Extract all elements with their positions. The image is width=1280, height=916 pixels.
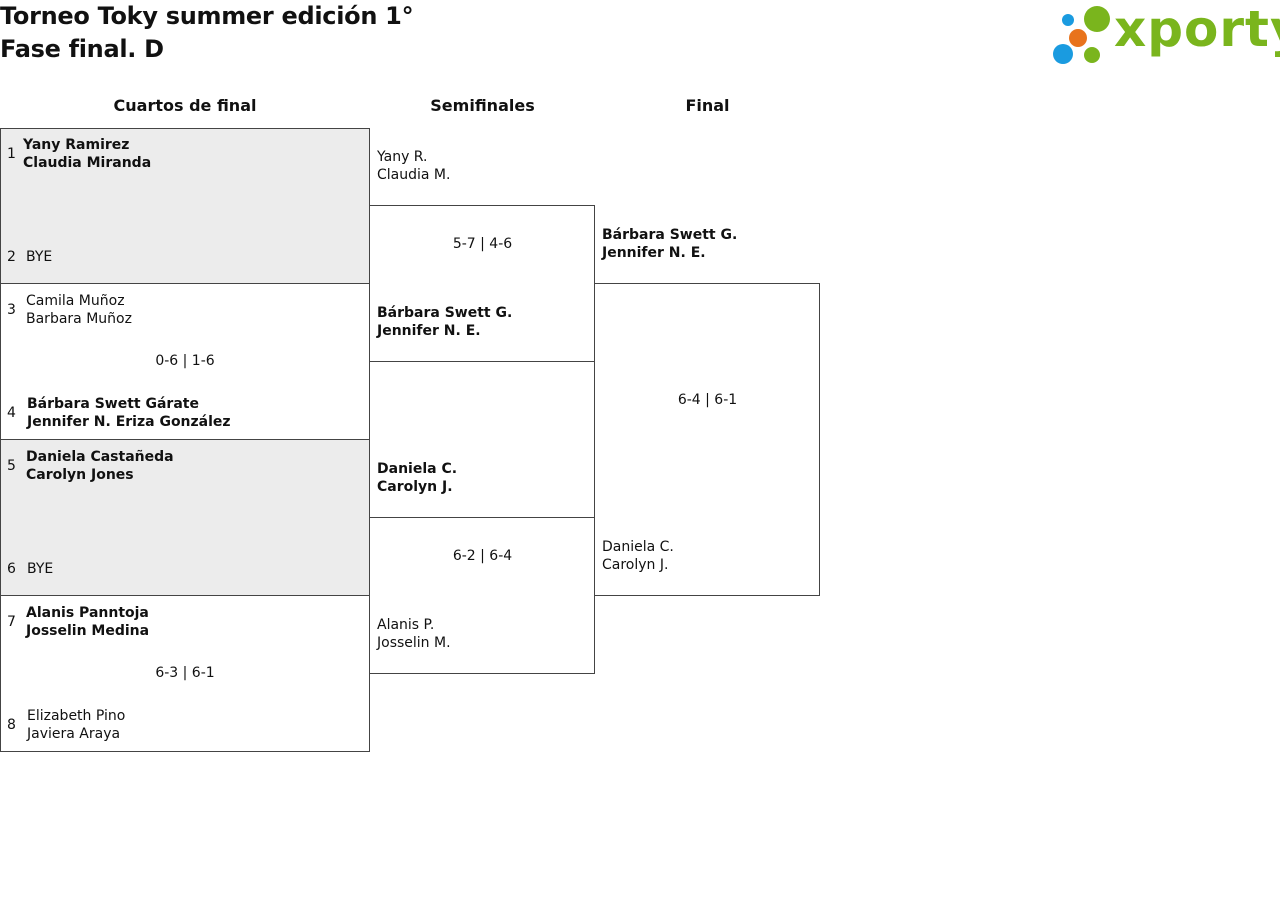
round-header-quarterfinals: Cuartos de final [113,96,257,115]
player-name: Claudia M. [377,167,451,183]
match-score: 6-2 | 6-4 [452,548,513,564]
match-score: 6-3 | 6-1 [155,665,215,681]
qf-match-1[interactable] [0,128,370,284]
match-score: 5-7 | 4-6 [452,236,513,252]
round-header-final: Final [685,96,730,115]
bye-label: BYE [27,561,54,577]
tournament-title: Torneo Toky summer edición 1° [0,2,414,30]
player-name: Claudia Miranda [23,155,152,171]
seed-number: 4 [7,405,16,421]
bye-label: BYE [26,249,53,265]
qf4-team-a: Alanis Panntoja Josselin Medina [26,604,149,640]
final-match[interactable] [594,283,820,596]
player-name: Barbara Muñoz [26,311,132,327]
player-name: Bárbara Swett G. [377,305,513,321]
seed-number: 3 [7,302,16,318]
logo-dots-icon [1053,6,1110,64]
sf1-team-b: Bárbara Swett G. Jennifer N. E. [377,304,512,340]
sf2-team-a: Daniela C. Carolyn J. [377,460,457,496]
qf3-team-b: BYE [27,560,53,578]
player-name: Alanis P. [377,617,435,633]
player-name: Camila Muñoz [26,293,125,309]
player-name: Alanis Panntoja [26,605,149,621]
player-name: Daniela Castañeda [26,449,174,465]
match-score: 0-6 | 1-6 [155,353,215,369]
xporty-logo[interactable]: xporty [1050,0,1280,68]
logo-text: xporty [1114,0,1280,58]
phase-title: Fase final. D [0,35,164,63]
qf1-team-a: Yany Ramirez Claudia Miranda [23,136,151,172]
sf2-team-b: Alanis P. Josselin M. [377,616,451,652]
player-name: Daniela C. [377,461,458,477]
player-name: Elizabeth Pino [27,708,126,724]
player-name: Carolyn J. [602,557,669,573]
final-team-a: Bárbara Swett G. Jennifer N. E. [602,226,737,262]
qf2-team-a: Camila Muñoz Barbara Muñoz [26,292,132,328]
player-name: Josselin M. [377,635,451,651]
seed-number: 7 [7,614,16,630]
qf2-team-b: Bárbara Swett Gárate Jennifer N. Eriza G… [27,395,231,431]
sf1-team-a: Yany R. Claudia M. [377,148,450,184]
player-name: Yany R. [377,149,428,165]
player-name: Daniela C. [602,539,674,555]
player-name: Carolyn J. [377,479,453,495]
player-name: Bárbara Swett G. [602,227,738,243]
qf3-team-a: Daniela Castañeda Carolyn Jones [26,448,174,484]
player-name: Jennifer N. Eriza González [27,414,231,430]
player-name: Yany Ramirez [23,137,130,153]
seed-number: 1 [7,146,16,162]
player-name: Josselin Medina [26,623,150,639]
seed-number: 2 [7,249,16,265]
qf4-team-b: Elizabeth Pino Javiera Araya [27,707,125,743]
player-name: Carolyn Jones [26,467,134,483]
player-name: Javiera Araya [27,726,121,742]
player-name: Jennifer N. E. [377,323,481,339]
seed-number: 8 [7,717,16,733]
qf1-team-b: BYE [26,248,52,266]
match-score: 6-4 | 6-1 [677,392,738,408]
qf-match-3[interactable] [0,439,370,596]
round-header-semifinals: Semifinales [430,96,535,115]
seed-number: 5 [7,458,16,474]
player-name: Jennifer N. E. [602,245,706,261]
final-team-b: Daniela C. Carolyn J. [602,538,674,574]
player-name: Bárbara Swett Gárate [27,396,199,412]
seed-number: 6 [7,561,16,577]
